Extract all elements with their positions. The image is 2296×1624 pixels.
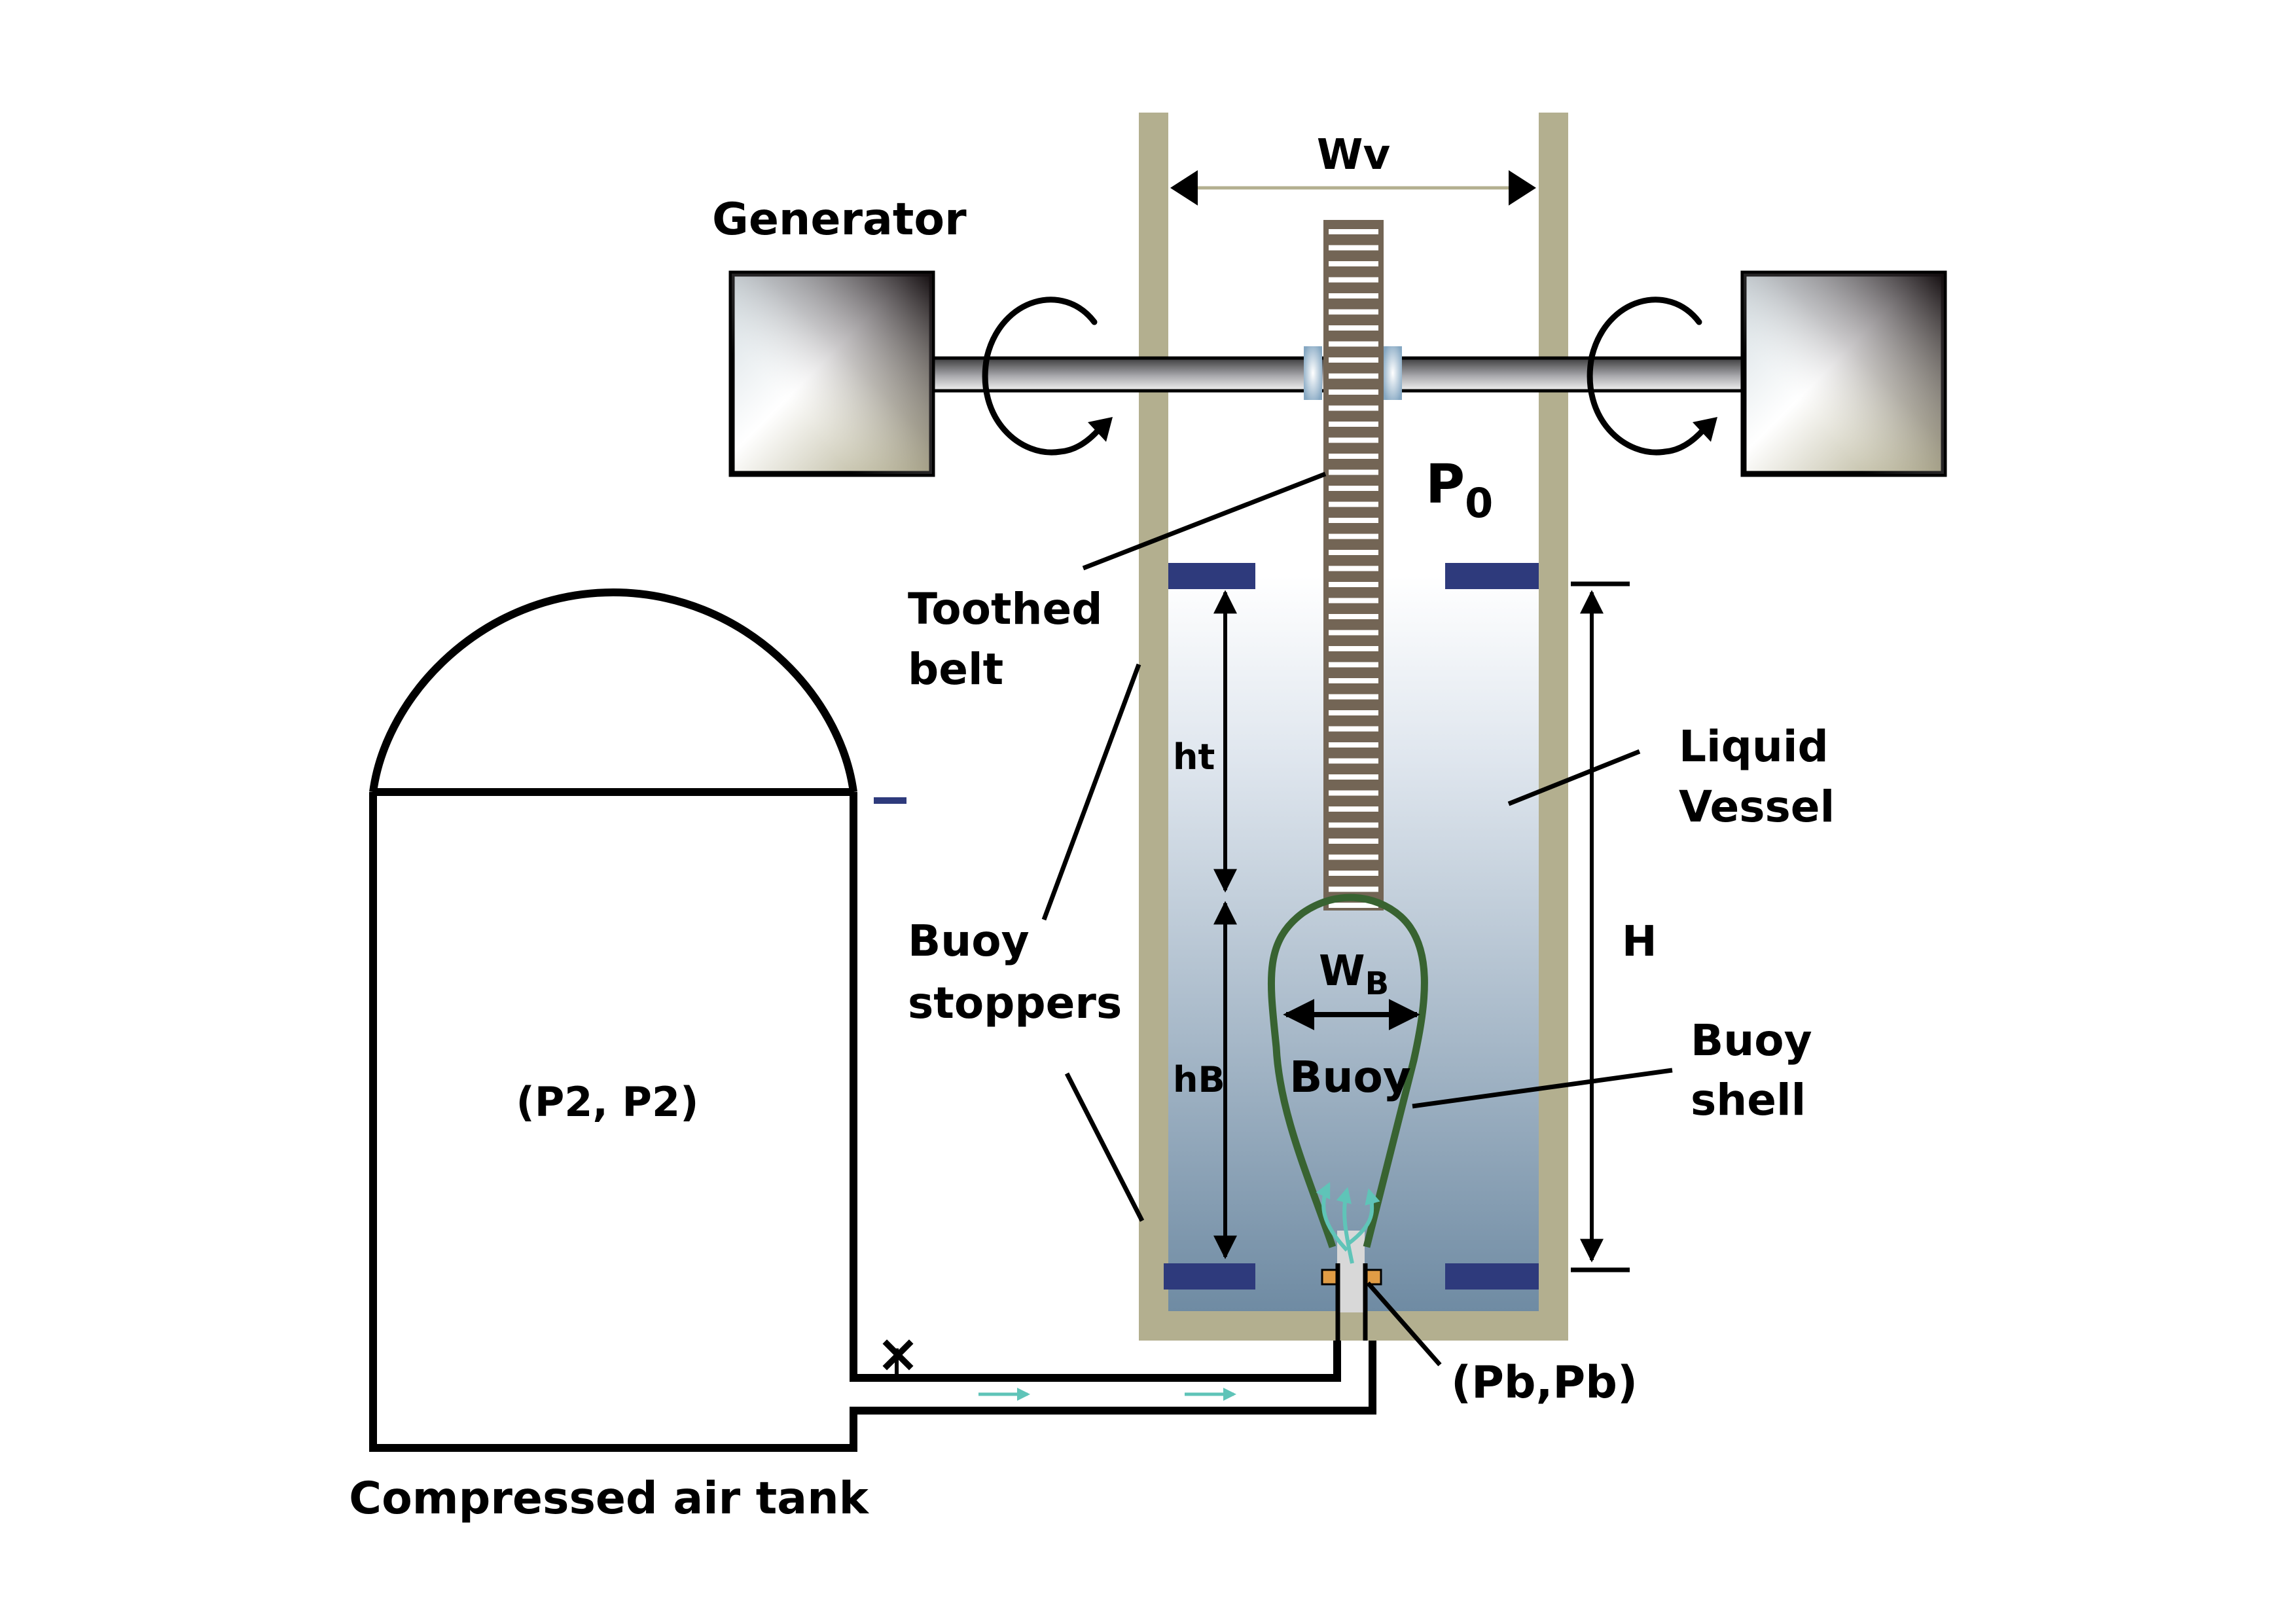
belt-tooth (1329, 694, 1378, 700)
belt-tooth (1329, 790, 1378, 796)
belt-tooth (1329, 454, 1378, 459)
leader-lines (1041, 471, 1673, 1367)
belt-tooth (1329, 566, 1378, 571)
bearing-right (1384, 346, 1402, 400)
belt-tooth (1329, 533, 1378, 539)
belt-tooth (1329, 742, 1378, 748)
belt-tooth (1329, 550, 1378, 555)
rotation-arrowhead-left (1088, 417, 1113, 442)
air-flow-in-buoy (1316, 1182, 1380, 1264)
belt-tooth (1329, 614, 1378, 619)
rotation-arrowhead-right (1693, 417, 1717, 442)
toothed-belt (1323, 220, 1384, 911)
belt-tooth (1329, 710, 1378, 715)
wv-dimension: Wv (1170, 131, 1536, 206)
generator-assembly: Generator (712, 194, 1947, 477)
belt-tooth (1329, 598, 1378, 604)
wb-dimension: WB (1283, 947, 1420, 1030)
tank-label: Compressed air tank (349, 1473, 869, 1525)
stopper-bottom-right (1445, 1263, 1539, 1290)
vessel-bottom (1139, 1311, 1568, 1341)
belt-tooth (1329, 839, 1378, 844)
pb-label: (Pb,Pb) (1451, 1357, 1638, 1409)
belt-tooth (1329, 277, 1378, 283)
belt-tooth (1329, 903, 1378, 908)
belt-tooth (1329, 806, 1378, 812)
h-dimension: H (1571, 581, 1657, 1272)
h-label: H (1622, 918, 1657, 966)
belt-tooth (1329, 486, 1378, 491)
buoy-shell (1267, 893, 1428, 1248)
tank-state-label: (P2, P2) (516, 1078, 699, 1126)
toothed-belt-label: Toothed belt (908, 584, 1117, 695)
compressed-air-tank: (P2, P2) Compressed air tank (349, 588, 1376, 1525)
rotation-arrow-left-icon (982, 297, 1103, 456)
belt-tooth (1329, 373, 1378, 379)
hb-label: hB (1173, 1059, 1225, 1100)
belt-tooth (1329, 309, 1378, 315)
belt-tooth (1329, 646, 1378, 651)
ht-label: ht (1173, 736, 1215, 778)
belt-tooth (1329, 518, 1378, 523)
belt-tooth (1329, 678, 1378, 683)
stopper-top-right (1445, 563, 1539, 589)
belt-tooth (1329, 854, 1378, 860)
generator-label: Generator (712, 194, 967, 245)
belt-tooth (1329, 630, 1378, 636)
belt-tooth (1329, 405, 1378, 411)
belt-tooth (1329, 822, 1378, 828)
bearing-left (1304, 346, 1322, 400)
wb-label: WB (1319, 947, 1389, 1002)
belt-tooth (1329, 389, 1378, 395)
vessel-right-wall (1539, 113, 1568, 1341)
belt-tooth (1329, 293, 1378, 298)
belt-tooth (1329, 662, 1378, 668)
belt-tooth (1329, 886, 1378, 892)
rotation-arrow-right-icon (1587, 297, 1708, 456)
belt-tooth (1329, 245, 1378, 251)
p0-label: P0 (1426, 454, 1493, 527)
generator-right-shade (1744, 274, 1944, 474)
belt-tooth (1329, 469, 1378, 475)
belt-tooth (1329, 229, 1378, 234)
generator-left-shade (732, 274, 932, 474)
vessel-left-wall (1139, 113, 1168, 1341)
stopper-bottom-left (1164, 1263, 1255, 1290)
belt-tooth (1329, 261, 1378, 266)
buoy-stoppers-label: Buoy stoppers (908, 916, 1122, 1028)
belt-tooth (1329, 582, 1378, 587)
belt-tooth (1329, 437, 1378, 443)
belt-tooth (1329, 774, 1378, 780)
stray-stopper-mark (874, 797, 906, 804)
buoy-stoppers (874, 563, 1539, 1290)
ht-dimension: ht (1173, 590, 1237, 893)
belt-tooth (1329, 871, 1378, 876)
belt-tooth (1329, 422, 1378, 427)
belt-tooth (1329, 758, 1378, 764)
belt-tooth (1329, 341, 1378, 347)
belt-tooth (1329, 325, 1378, 331)
hb-dimension: hB (1173, 901, 1237, 1259)
wv-label: Wv (1317, 131, 1390, 179)
belt-tooth (1329, 726, 1378, 732)
stopper-top-left (1168, 563, 1255, 589)
belt-tooth (1329, 501, 1378, 507)
buoy-shell-label: Buoy shell (1691, 1015, 1827, 1125)
liquid-vessel-label: Liquid Vessel (1679, 721, 1844, 832)
nozzle-block-right (1364, 1269, 1382, 1286)
buoy-label: Buoy (1289, 1052, 1411, 1102)
nozzle-block-left (1321, 1269, 1339, 1286)
belt-tooth (1329, 357, 1378, 363)
